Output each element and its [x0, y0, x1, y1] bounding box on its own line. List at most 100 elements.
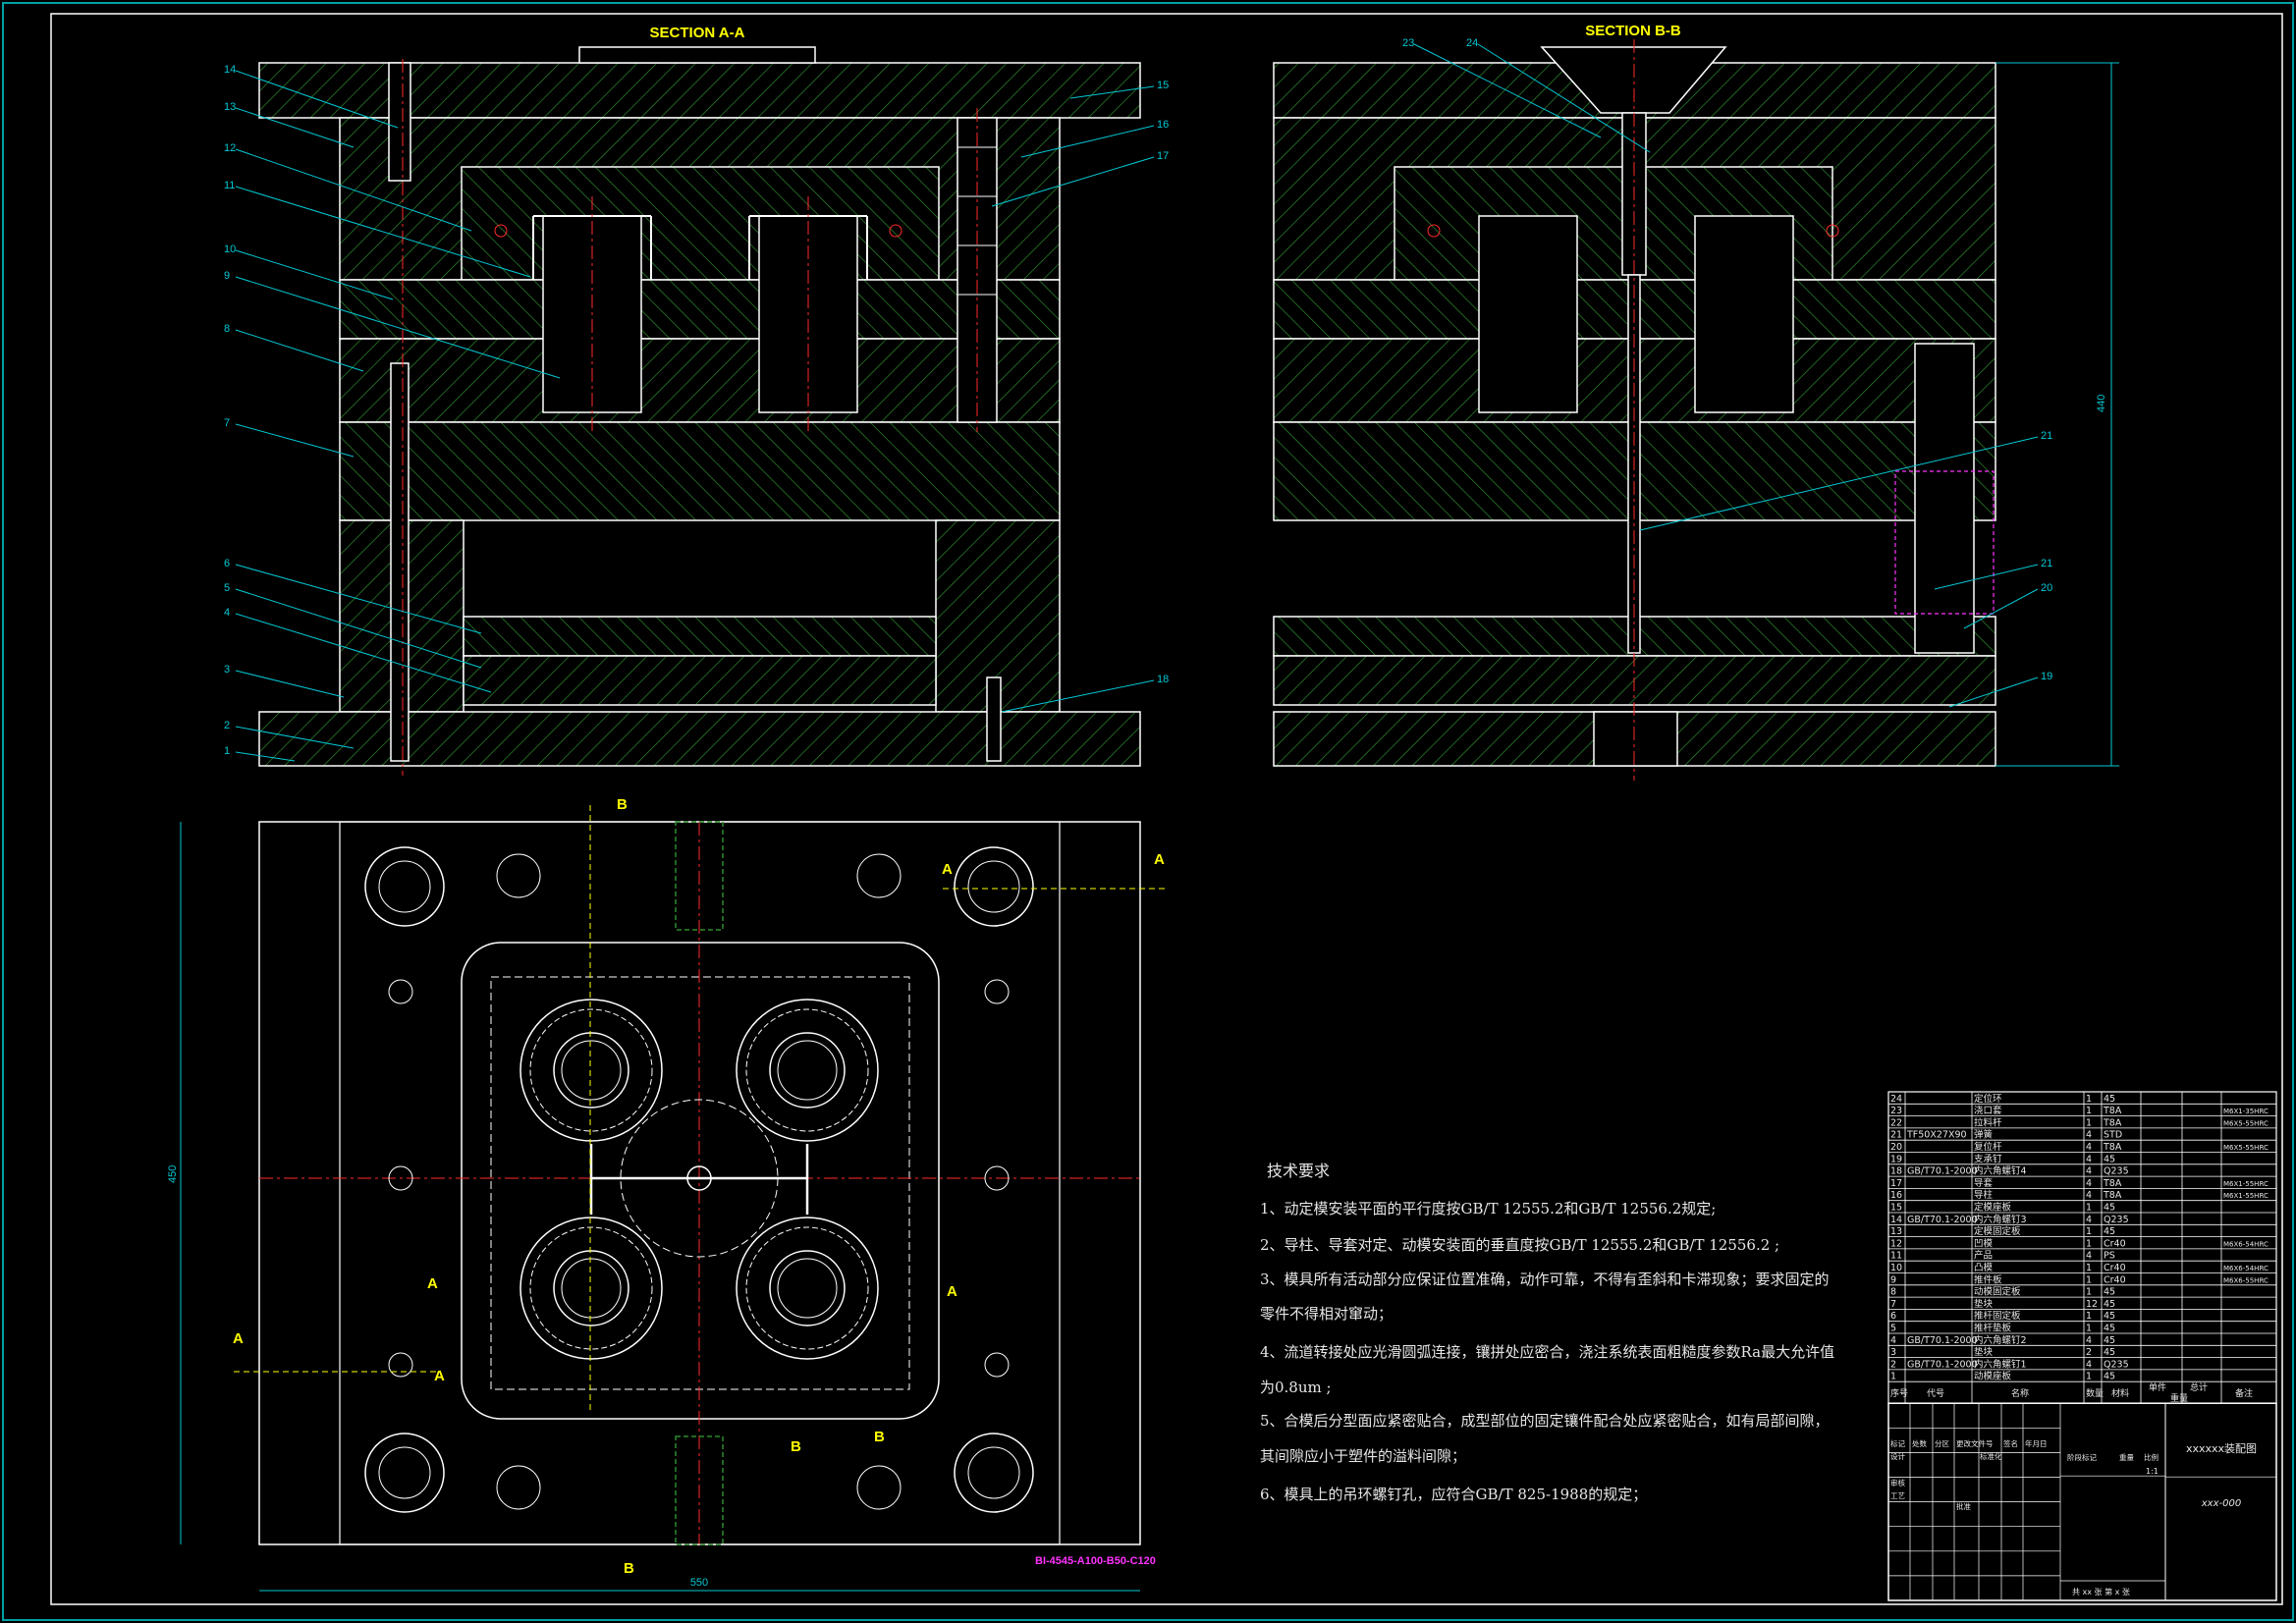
- tech-requirement-item: 4、流道转接处应光滑圆弧连接，镶拼处应密合，浇注系统表面粗糙度参数Ra最大允许值: [1260, 1343, 1834, 1361]
- bom-cell-no: 15: [1890, 1203, 1902, 1214]
- title-label: 年月日: [2025, 1438, 2048, 1448]
- section-bb-view: SECTION B-B 440 23 24 21: [1273, 23, 2119, 781]
- bom-cell-name: 定模固定板: [1974, 1225, 2021, 1237]
- support-plate: [339, 421, 1061, 521]
- cavity-core: [553, 1032, 629, 1109]
- cooling-channel: [675, 1435, 724, 1545]
- bom-cell-material: T8A: [2103, 1190, 2122, 1201]
- bom-cell-name: 垫块: [1974, 1346, 1994, 1358]
- bom-cell-material: 45: [2104, 1324, 2115, 1334]
- cavity-gear: [529, 1008, 653, 1132]
- callouts-left: 14 13 12 11 10 9 8 7 6 5 4 3 2: [224, 64, 561, 762]
- bom-cell-no: 10: [1890, 1263, 1902, 1273]
- leader-line: [235, 186, 531, 278]
- leader-line: [235, 148, 472, 232]
- return-pin: [1914, 343, 1975, 654]
- bom-cell-name: 复位杆: [1974, 1141, 2002, 1153]
- leader-line: [1477, 43, 1651, 153]
- leader-line: [235, 588, 482, 669]
- cavity-gear: [745, 1008, 869, 1132]
- cooling-hole: [889, 224, 902, 238]
- sprue: [686, 1165, 712, 1191]
- bom-cell-material: T8A: [2103, 1178, 2122, 1189]
- bom-cell-material: 45: [2104, 1226, 2115, 1237]
- callout-label: 18: [1157, 674, 1169, 685]
- bom-cell-qty: 12: [2086, 1299, 2098, 1310]
- title-label: 标记: [1890, 1438, 1906, 1448]
- ejector-hole: [1593, 711, 1678, 767]
- tech-requirement-item: 为0.8um ;: [1260, 1379, 1332, 1396]
- callout-label: 6: [224, 558, 230, 569]
- bom-cell-no: 13: [1890, 1226, 1902, 1237]
- bom-cell-name: 浇口套: [1974, 1105, 2002, 1116]
- guide-hole-inner: [967, 1446, 1020, 1499]
- leader-line: [1948, 676, 2039, 708]
- bom-cell-name: 推件板: [1974, 1273, 2002, 1285]
- bom-cell-no: 23: [1890, 1106, 1902, 1116]
- drawing-name: xxxxxx装配图: [2186, 1442, 2257, 1455]
- bom-cell-name: 凸模: [1974, 1262, 1994, 1273]
- bom-cell-qty: 1: [2086, 1117, 2092, 1128]
- callout-label: 20: [2041, 582, 2052, 594]
- leader-line: [1001, 679, 1155, 713]
- cavity-outer: [519, 1217, 663, 1360]
- guide-hole: [364, 846, 445, 927]
- screw-hole-small: [984, 979, 1010, 1004]
- leader-line: [1963, 588, 2039, 629]
- section-bb-title: SECTION B-B: [1585, 23, 1681, 39]
- section-marker-label: A: [942, 861, 953, 878]
- callout-label: 15: [1157, 80, 1169, 91]
- bom-header-weight: 重量: [2170, 1392, 2188, 1404]
- bom-cell-material: 45: [2104, 1347, 2115, 1358]
- title-label: 更改文件号: [1956, 1438, 1994, 1448]
- title-label: 标准化: [1980, 1451, 2002, 1461]
- cavity-ring: [519, 999, 663, 1142]
- leader-line: [235, 564, 482, 634]
- bom-header-unit: 单件: [2149, 1381, 2166, 1393]
- bom-cell-note: M6X6-55HRC: [2223, 1276, 2269, 1284]
- bom-cell-qty: 1: [2086, 1106, 2092, 1116]
- plan-view: B B A A A A A A B B 450 550 BI-4545-A100…: [167, 796, 1169, 1592]
- bom-cell-material: 45: [2104, 1372, 2115, 1382]
- bom-cell-material: 45: [2104, 1335, 2115, 1346]
- bom-cell-material: 45: [2104, 1154, 2115, 1164]
- screw-hole: [496, 853, 541, 898]
- callout-label: 21: [2041, 430, 2052, 442]
- guide-hole: [364, 1433, 445, 1513]
- bom-cell-material: T8A: [2103, 1106, 2122, 1116]
- bom-cell-name: 产品: [1974, 1250, 1993, 1262]
- bom-cell-name: 推杆垫板: [1974, 1323, 2012, 1334]
- bom-cell-no: 17: [1890, 1178, 1902, 1189]
- part-code: BI-4545-A100-B50-C120: [1035, 1555, 1156, 1567]
- bom-cell-no: 7: [1890, 1299, 1896, 1310]
- tech-requirements-heading: 技术要求: [1267, 1162, 1330, 1180]
- bom-header: 序号代号名称数量材料单件总计重量备注: [1890, 1381, 2253, 1404]
- bom-header-material: 材料: [2111, 1387, 2129, 1399]
- callout-label: 5: [224, 582, 230, 594]
- bom-cell-qty: 2: [2086, 1347, 2092, 1358]
- bom-cell-qty: 1: [2086, 1372, 2092, 1382]
- bom-cell-name: 垫块: [1974, 1298, 1994, 1310]
- bom-cell-qty: 4: [2086, 1142, 2092, 1153]
- dimension-value: 450: [167, 1165, 179, 1183]
- scale-label: 比例: [2144, 1452, 2159, 1462]
- section-marker-label: B: [874, 1429, 885, 1445]
- cavity-core-inner: [561, 1258, 622, 1319]
- leader-line: [991, 156, 1155, 207]
- cavity-core-inner: [777, 1258, 838, 1319]
- bom-cell-no: 6: [1890, 1311, 1896, 1322]
- bom-cell-name: 定模座板: [1974, 1202, 2012, 1214]
- screw-hole-small: [388, 1352, 413, 1378]
- callout-label: 23: [1402, 37, 1414, 49]
- bom-cell-name: 动模固定板: [1974, 1286, 2021, 1298]
- bom-cell-note: M6X5-55HRC: [2223, 1144, 2269, 1152]
- leader-line: [1020, 125, 1155, 158]
- title-label: 处数: [1912, 1438, 1928, 1448]
